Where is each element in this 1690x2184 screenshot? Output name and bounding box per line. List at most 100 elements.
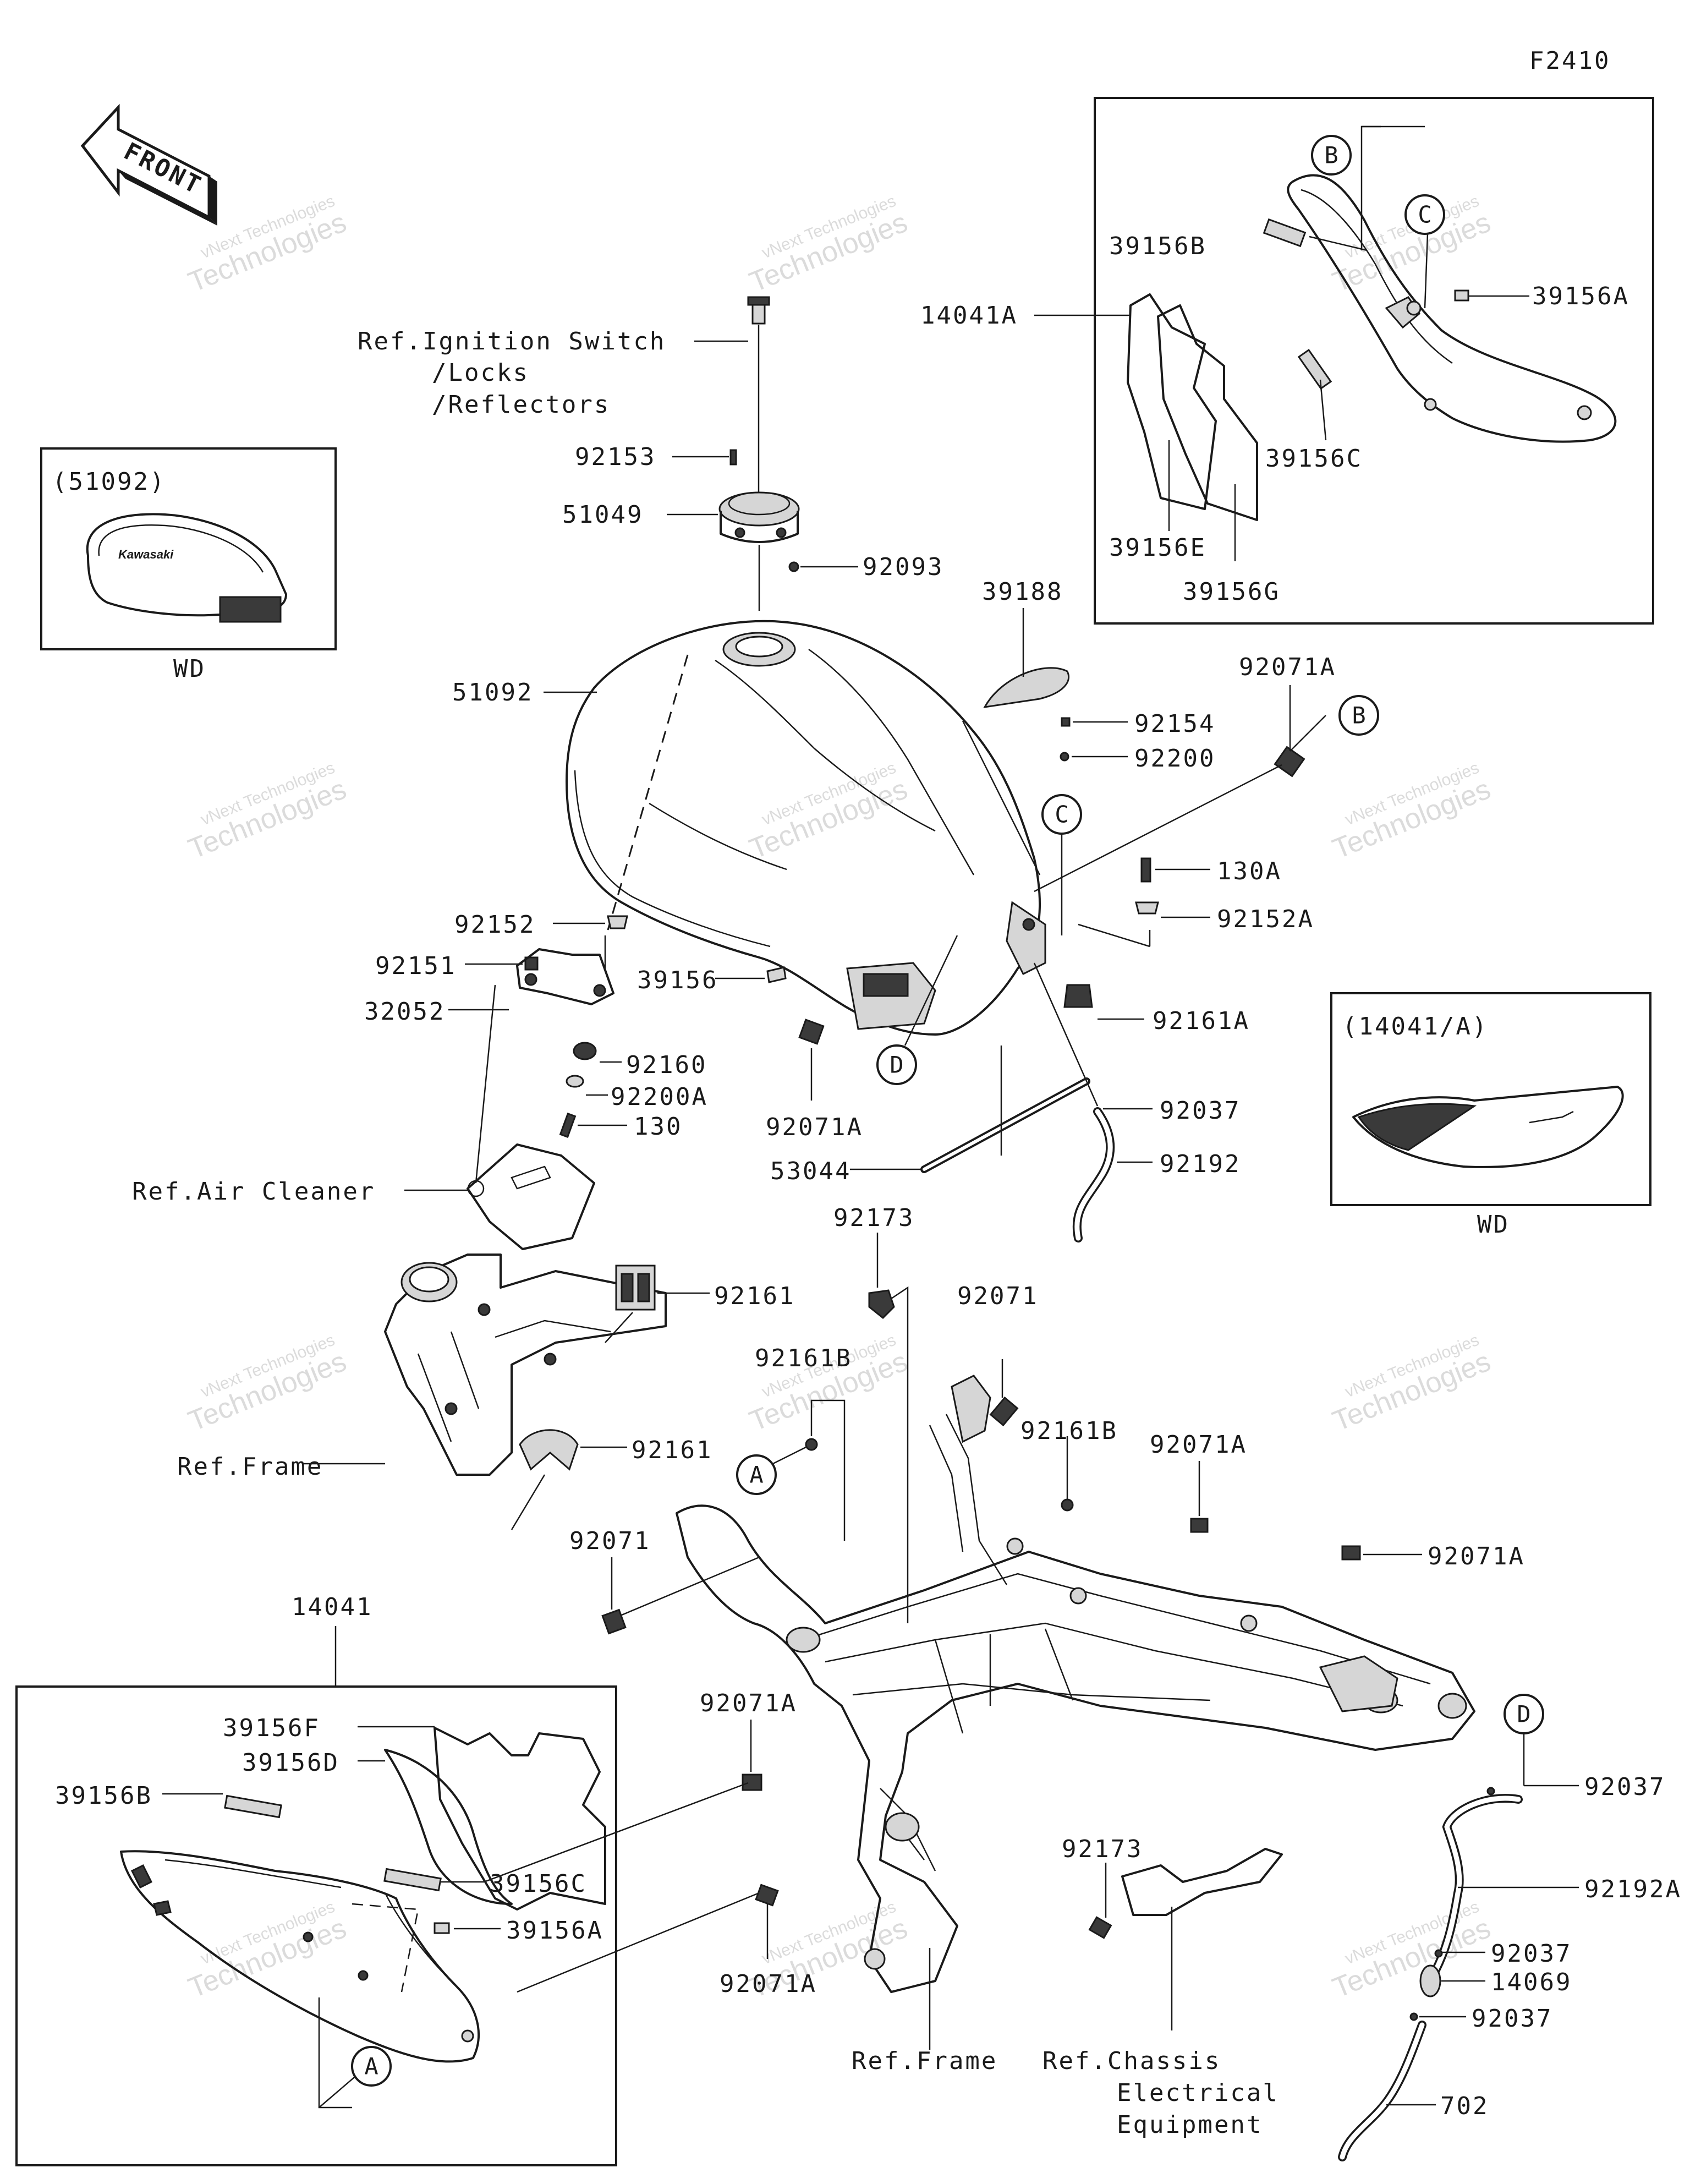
part-label-92071A-far: 92071A — [1428, 1542, 1525, 1570]
side-cover-upper — [1287, 174, 1617, 443]
collar-92152A — [1135, 901, 1159, 915]
part-label-39156C-lower: 39156C — [490, 1870, 587, 1898]
watermark: vNext Technologies Technologies — [1328, 759, 1495, 866]
filter-14069 — [1419, 1964, 1441, 1997]
decal-strip-39156B — [1263, 218, 1307, 248]
svg-text:A: A — [364, 2053, 378, 2080]
tank-hardware-left — [448, 915, 825, 1138]
label-ref-frame-bottom: Ref.Frame — [852, 2047, 997, 2075]
box-frame — [15, 1685, 617, 2166]
damper-92161A — [1063, 984, 1093, 1008]
hose-assembly-D — [1338, 1727, 1579, 2161]
part-label-92151: 92151 — [375, 952, 456, 980]
frame-head-left — [384, 1254, 667, 1476]
part-label-702: 702 — [1440, 2092, 1489, 2120]
part-label-92037-r1: 92037 — [1584, 1773, 1665, 1801]
label-ref-frame-left: Ref.Frame — [177, 1453, 323, 1481]
pad-39188 — [983, 667, 1069, 708]
watermark: vNext Technologies Technologies — [1328, 1331, 1495, 1438]
grommet-92071A — [1341, 1545, 1361, 1561]
side-cover-lower — [120, 1850, 480, 2063]
fuel-tank-thumbnail-icon: Kawasaki — [86, 513, 287, 623]
svg-text:C: C — [1418, 201, 1431, 228]
part-label-92200: 92200 — [1134, 745, 1215, 773]
svg-text:B: B — [1324, 142, 1338, 169]
bracket-32052 — [516, 948, 614, 1005]
inset-frame — [40, 447, 337, 650]
grommet-92071A — [742, 1774, 762, 1791]
watermark: vNext Technologies Technologies — [745, 759, 912, 866]
part-label-130A: 130A — [1217, 857, 1282, 885]
part-label-92161-mid: 92161 — [632, 1436, 712, 1464]
part-label-92071-left: 92071 — [569, 1527, 650, 1555]
label-ref-ignition-3: /Reflectors — [432, 391, 610, 419]
washer-92200 — [1060, 752, 1069, 762]
inset-caption: WD — [173, 655, 206, 683]
part-label-39156: 39156 — [637, 966, 718, 994]
main-frame — [676, 1375, 1475, 1993]
watermark: vNext Technologies Technologies — [1328, 1898, 1495, 2005]
watermark: vNext Technologies Technologies — [184, 1331, 350, 1438]
part-label-53044: 53044 — [770, 1157, 851, 1185]
damper-92161-lower — [511, 1429, 627, 1530]
chassis-electrical-ref — [1088, 1848, 1283, 2030]
part-label-39156F: 39156F — [223, 1714, 320, 1742]
callout-B: B — [1311, 135, 1352, 176]
part-label-92161-top: 92161 — [714, 1282, 795, 1310]
part-label-32052: 32052 — [364, 998, 445, 1026]
part-label-92093: 92093 — [863, 553, 943, 581]
damper-92161B — [1061, 1498, 1074, 1512]
svg-text:D: D — [1517, 1701, 1530, 1728]
part-label-39156B-lower: 39156B — [55, 1782, 152, 1810]
grommet-92071 — [989, 1396, 1019, 1427]
decal-39156D — [384, 1749, 513, 1905]
svg-text:D: D — [890, 1052, 903, 1079]
svg-text:A: A — [749, 1462, 763, 1488]
label-ref-air-cleaner: Ref.Air Cleaner — [132, 1178, 375, 1206]
inset-frame — [1330, 992, 1651, 1206]
part-label-39156E: 39156E — [1109, 534, 1206, 562]
damper-92160 — [573, 1042, 597, 1060]
washer-92093 — [788, 561, 799, 572]
decal-39156A — [434, 1922, 450, 1934]
part-label-92071A-lower: 92071A — [700, 1689, 797, 1717]
damper-92161-upper — [605, 1265, 710, 1343]
callout-C: C — [1041, 794, 1082, 835]
washer-92200A — [566, 1075, 584, 1088]
part-label-92153: 92153 — [575, 443, 656, 471]
callout-A: A — [351, 2046, 392, 2087]
part-label-92071A-bottom: 92071A — [720, 1970, 817, 1998]
screw-92173 — [868, 1289, 895, 1320]
bolt-92154 — [1061, 717, 1071, 727]
label-ref-ignition-1: Ref.Ignition Switch — [358, 327, 666, 355]
decal-39156A — [1454, 289, 1469, 302]
part-label-92152: 92152 — [454, 911, 535, 939]
callout-B: B — [1338, 695, 1379, 736]
part-label-92160: 92160 — [626, 1051, 707, 1079]
decal-strip-39156B — [224, 1794, 282, 1819]
part-label-92037-r3: 92037 — [1472, 2005, 1552, 2033]
part-label-39156A-upper: 39156A — [1532, 282, 1629, 310]
part-label-92071A-right: 92071A — [1150, 1431, 1247, 1459]
grommet-92071A — [1274, 746, 1305, 778]
grommet-92071A — [1190, 1518, 1209, 1533]
part-label-92152A: 92152A — [1217, 905, 1314, 933]
inset-51092: (51092) Kawasaki WD — [40, 447, 337, 683]
decal-39156F — [434, 1727, 606, 1911]
label-ref-chassis-2: Electrical — [1117, 2079, 1279, 2107]
inset-caption: WD — [1477, 1211, 1510, 1239]
callout-D: D — [1504, 1694, 1544, 1734]
part-label-92037-mid: 92037 — [1160, 1097, 1241, 1125]
part-label-39156B-upper: 39156B — [1109, 232, 1206, 260]
bolt-92151 — [524, 956, 539, 971]
part-label-14041A: 14041A — [920, 302, 1018, 330]
part-label-39156D: 39156D — [242, 1749, 339, 1777]
decal-strip-39156C — [383, 1868, 442, 1892]
hose-92192 — [1033, 962, 1153, 1242]
decal-strip-39156C — [1297, 348, 1332, 390]
box-14041 — [15, 1626, 760, 2166]
frame-hardware — [601, 1233, 1422, 2050]
screw-92173 — [1088, 1916, 1112, 1939]
watermark: vNext Technologies Technologies — [184, 759, 350, 866]
